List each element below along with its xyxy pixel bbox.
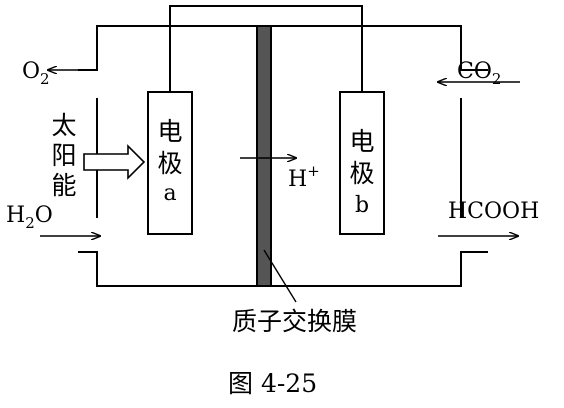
hplus-superscript: + (307, 162, 320, 180)
electrode-b-char-1: 电 (349, 127, 374, 156)
electrode-a-char-2: 极 (157, 149, 182, 178)
h2o-tail: O (35, 203, 53, 228)
cell-outline (78, 25, 488, 287)
membrane-label: 质子交换膜 (232, 307, 357, 336)
electrode-a-rect (147, 91, 193, 235)
hplus-main: H (288, 167, 307, 192)
h2o-main: H (6, 203, 25, 228)
co2-main: CO (457, 59, 492, 84)
hcooh-label: HCOOH (448, 199, 539, 224)
co2-label: CO2 (457, 59, 501, 88)
solar-label-char-1: 太 (51, 111, 76, 140)
electrode-b-rect (339, 91, 385, 235)
h2o-subscript: 2 (25, 214, 35, 232)
electrode-a-char-1: 电 (157, 117, 182, 146)
solar-label-char-3: 能 (51, 171, 76, 200)
hplus-label: H+ (288, 162, 320, 192)
electrode-a-letter: a (163, 181, 176, 206)
external-circuit-wire (169, 5, 363, 92)
electrode-b-letter: b (355, 193, 369, 218)
figure-caption: 图 4-25 (228, 369, 317, 398)
electrode-b-char-2: 极 (349, 159, 374, 188)
solar-label-char-2: 阳 (51, 141, 76, 170)
membrane-leader-line (263, 249, 297, 303)
h2o-label: H2O (6, 203, 53, 232)
solar-energy-arrow (83, 144, 146, 180)
o2-main: O (22, 59, 40, 84)
o2-subscript: 2 (40, 70, 50, 88)
co2-subscript: 2 (492, 70, 502, 88)
membrane-rect (256, 25, 272, 287)
o2-label: O2 (22, 59, 50, 88)
